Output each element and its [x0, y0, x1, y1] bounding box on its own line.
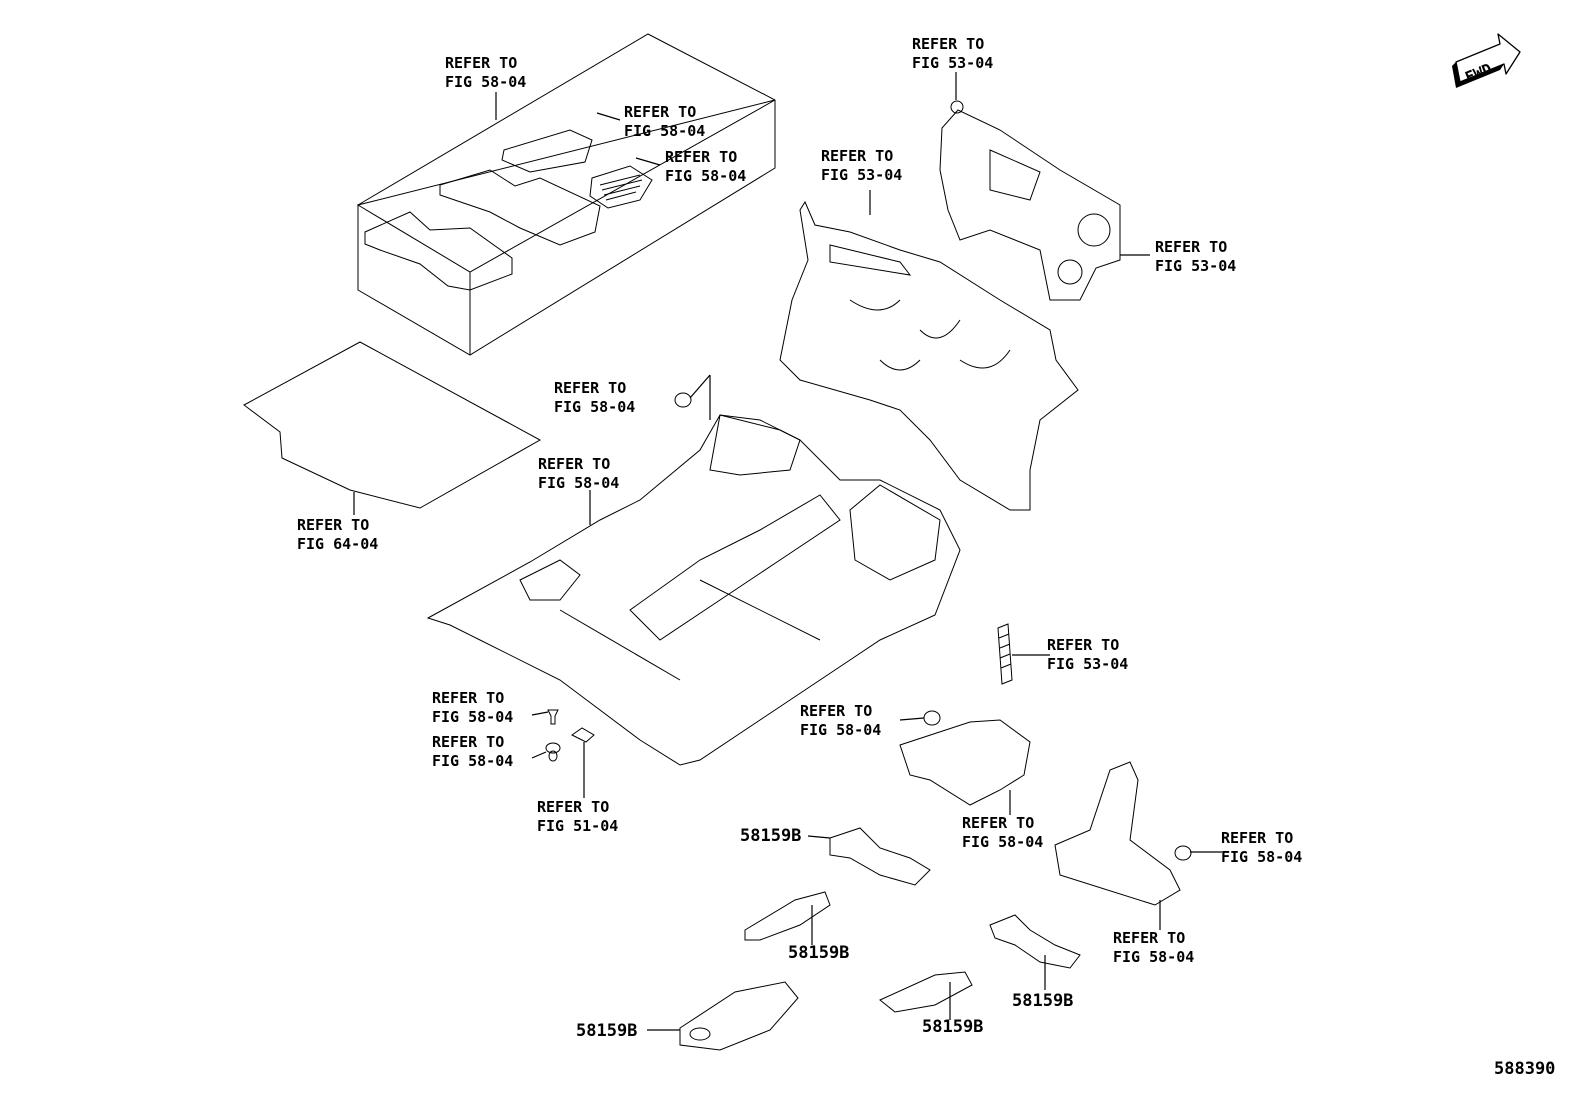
refer-label-r9: REFER TO FIG 64-04 — [297, 516, 378, 553]
part-58159b-1 — [807, 827, 931, 886]
refer-label-r5: REFER TO FIG 53-04 — [821, 147, 902, 184]
refer-label-r1: REFER TO FIG 58-04 — [445, 54, 526, 91]
svg-text:FIG 51-04: FIG 51-04 — [537, 817, 618, 835]
svg-text:FIG 64-04: FIG 64-04 — [297, 535, 378, 553]
svg-text:REFER TO: REFER TO — [432, 733, 504, 751]
svg-text:FIG 53-04: FIG 53-04 — [821, 166, 902, 184]
refer-label-r15: REFER TO FIG 58-04 — [962, 814, 1043, 851]
svg-text:FIG 58-04: FIG 58-04 — [1113, 948, 1194, 966]
floor-mat-set — [356, 33, 776, 356]
clip-fasteners — [531, 709, 595, 798]
part-58159b-4 — [879, 971, 973, 1020]
dash-insulator-upper — [939, 72, 1150, 301]
dash-insulator-main — [779, 190, 1079, 511]
rear-side-spacer — [1054, 761, 1222, 930]
svg-text:FIG 58-04: FIG 58-04 — [554, 398, 635, 416]
part-58159b-2 — [744, 891, 831, 945]
svg-text:REFER TO: REFER TO — [821, 147, 893, 165]
svg-text:FIG 58-04: FIG 58-04 — [538, 474, 619, 492]
svg-text:REFER TO: REFER TO — [665, 148, 737, 166]
part-58159b-5 — [989, 914, 1081, 990]
refer-label-r12: REFER TO FIG 58-04 — [800, 702, 881, 739]
svg-text:REFER TO: REFER TO — [297, 516, 369, 534]
svg-text:FIG 53-04: FIG 53-04 — [1047, 655, 1128, 673]
svg-text:REFER TO: REFER TO — [1221, 829, 1293, 847]
svg-text:REFER TO: REFER TO — [537, 798, 609, 816]
refer-label-r16: REFER TO FIG 58-04 — [1221, 829, 1302, 866]
svg-text:FIG 58-04: FIG 58-04 — [1221, 848, 1302, 866]
fwd-arrow-icon: FWD — [1452, 33, 1521, 88]
refer-label-r14: REFER TO FIG 51-04 — [537, 798, 618, 835]
svg-text:FIG 58-04: FIG 58-04 — [962, 833, 1043, 851]
floor-carpet — [426, 374, 961, 766]
svg-text:REFER TO: REFER TO — [554, 379, 626, 397]
part-58159b-3 — [647, 981, 799, 1051]
svg-text:REFER TO: REFER TO — [624, 103, 696, 121]
svg-text:REFER TO: REFER TO — [912, 35, 984, 53]
svg-text:REFER TO: REFER TO — [962, 814, 1034, 832]
svg-text:REFER TO: REFER TO — [1113, 929, 1185, 947]
svg-text:FIG 58-04: FIG 58-04 — [445, 73, 526, 91]
svg-text:FIG 58-04: FIG 58-04 — [432, 708, 513, 726]
refer-label-r3: REFER TO FIG 58-04 — [665, 148, 746, 185]
svg-text:REFER TO: REFER TO — [1155, 238, 1227, 256]
refer-label-r7: REFER TO FIG 58-04 — [554, 379, 635, 416]
svg-text:FIG 58-04: FIG 58-04 — [800, 721, 881, 739]
refer-label-r10: REFER TO FIG 53-04 — [1047, 636, 1128, 673]
refer-label-r17: REFER TO FIG 58-04 — [1113, 929, 1194, 966]
refer-label-r8: REFER TO FIG 58-04 — [538, 455, 619, 492]
refer-label-r11: REFER TO FIG 58-04 — [432, 689, 513, 726]
diagram-id: 588390 — [1494, 1059, 1555, 1079]
luggage-mat — [243, 341, 542, 515]
svg-text:FIG 53-04: FIG 53-04 — [1155, 257, 1236, 275]
part-number-label-5: 58159B — [1012, 991, 1073, 1011]
rear-floor-spacer — [899, 710, 1031, 815]
part-number-label-1: 58159B — [740, 826, 801, 846]
svg-text:REFER TO: REFER TO — [800, 702, 872, 720]
part-number-label-3: 58159B — [576, 1021, 637, 1041]
part-number-label-2: 58159B — [788, 943, 849, 963]
refer-label-r2: REFER TO FIG 58-04 — [624, 103, 705, 140]
svg-text:FIG 58-04: FIG 58-04 — [432, 752, 513, 770]
svg-text:FIG 53-04: FIG 53-04 — [912, 54, 993, 72]
svg-text:FIG 58-04: FIG 58-04 — [665, 167, 746, 185]
side-spacer — [997, 623, 1050, 685]
refer-label-r4: REFER TO FIG 53-04 — [912, 35, 993, 72]
refer-label-r13: REFER TO FIG 58-04 — [432, 733, 513, 770]
svg-text:REFER TO: REFER TO — [1047, 636, 1119, 654]
svg-text:REFER TO: REFER TO — [445, 54, 517, 72]
refer-label-r6: REFER TO FIG 53-04 — [1155, 238, 1236, 275]
svg-text:REFER TO: REFER TO — [432, 689, 504, 707]
svg-text:REFER TO: REFER TO — [538, 455, 610, 473]
svg-text:FIG 58-04: FIG 58-04 — [624, 122, 705, 140]
part-number-label-4: 58159B — [922, 1017, 983, 1037]
